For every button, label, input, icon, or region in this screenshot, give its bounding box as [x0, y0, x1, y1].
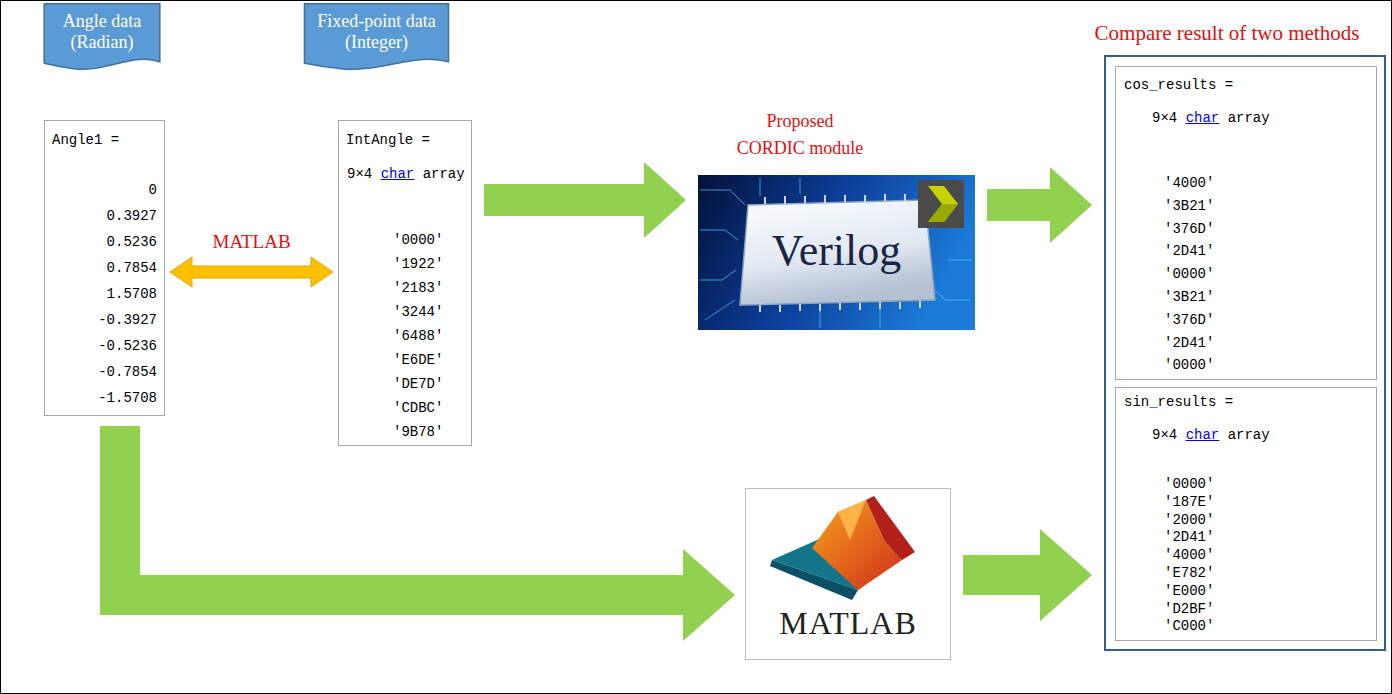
link-word: char: [381, 166, 415, 182]
array-value: 1.5708: [107, 286, 157, 303]
array-value: '0000': [1164, 476, 1214, 493]
chevron-logo: [928, 186, 958, 222]
edge-label: MATLAB: [213, 230, 291, 254]
data-banner: Angle data (Radian): [43, 3, 161, 73]
block-arrow: [484, 162, 686, 238]
array-value: 0: [149, 182, 157, 199]
array-value: 'C000': [1164, 618, 1214, 635]
verilog-module: Proposed CORDIC moduleVerilog: [698, 108, 975, 330]
module-title: Proposed CORDIC module: [733, 108, 867, 162]
array-value: '4000': [1164, 547, 1214, 564]
array-value: 'E6DE': [393, 352, 443, 369]
array-value: '9B78': [393, 424, 443, 441]
array-value: '1922': [393, 256, 443, 273]
matlab-logo: [770, 496, 915, 600]
array-value: '3244': [393, 304, 443, 321]
array-value: '6488': [393, 328, 443, 345]
banner-label: Fixed-point data (Integer): [307, 11, 446, 53]
results-panel: Compare result of two methodscos_results…: [1104, 55, 1386, 651]
variable-name: IntAngle =: [346, 132, 430, 149]
array-value: '2183': [393, 280, 443, 297]
banner-label: Angle data (Radian): [47, 11, 157, 53]
array-value: -1.5708: [98, 390, 157, 407]
command-window-box: cos_results = 9×4 char array '4000' '3B21' '…: [1115, 66, 1377, 380]
array-value: 'E000': [1164, 583, 1214, 600]
block-arrow: [963, 529, 1092, 621]
array-value: '376D': [1164, 312, 1214, 329]
membrane-highlight: [838, 500, 866, 540]
array-value: 0.7854: [107, 260, 157, 277]
array-value: '4000': [1164, 175, 1214, 192]
variable-name: Angle1 =: [52, 132, 119, 149]
array-value: -0.5236: [98, 338, 157, 355]
matlab-box: MATLAB: [745, 488, 951, 660]
array-value: 'E782': [1164, 565, 1214, 582]
array-size: 9×4 char array: [347, 166, 465, 183]
array-value: 'CDBC': [393, 400, 443, 417]
array-value: '0000': [393, 232, 443, 249]
chip-label: Verilog: [698, 226, 975, 276]
array-value: '187E': [1164, 494, 1214, 511]
chip-illustration: [698, 175, 975, 330]
block-arrow: [170, 257, 333, 287]
variable-name: sin_results =: [1124, 394, 1233, 411]
banner-outline: [44, 4, 160, 70]
array-value: '2D41': [1164, 243, 1214, 260]
array-value: 'D2BF': [1164, 601, 1214, 618]
array-size: 9×4 char array: [1152, 110, 1270, 127]
link-word: char: [1186, 427, 1220, 443]
array-value: '0000': [1164, 266, 1214, 283]
array-value: 0.3927: [107, 208, 157, 225]
block-arrow: [100, 426, 735, 641]
array-value: '2D41': [1164, 529, 1214, 546]
link-word: char: [1186, 110, 1220, 126]
variable-name: cos_results =: [1124, 77, 1233, 94]
array-value: '2000': [1164, 512, 1214, 529]
array-value: '3B21': [1164, 289, 1214, 306]
command-window-box: Angle1 = 0 0.3927 0.5236 0.7854 1.5708 -0.3927…: [44, 120, 165, 416]
logo-tile: [918, 180, 964, 228]
membrane-spike: [866, 496, 915, 560]
array-value: 0.5236: [107, 234, 157, 251]
array-value: '2D41': [1164, 335, 1214, 352]
array-value: 'DE7D': [393, 376, 443, 393]
array-value: '376D': [1164, 221, 1214, 238]
group-title: Compare result of two methods: [1062, 21, 1392, 45]
array-value: '0000': [1164, 357, 1214, 374]
command-window-box: IntAngle = 9×4 char array '0000' '1922' '218…: [338, 120, 472, 446]
chevron-shade: [928, 204, 958, 222]
array-value: -0.3927: [98, 312, 157, 329]
array-size: 9×4 char array: [1152, 427, 1270, 444]
block-arrow: [987, 167, 1092, 243]
data-banner: Fixed-point data (Integer): [303, 3, 450, 73]
array-value: '3B21': [1164, 198, 1214, 215]
banner-outline: [304, 4, 448, 70]
command-window-box: sin_results =9×4 char array'0000''187E''…: [1115, 387, 1377, 641]
array-value: -0.7854: [98, 364, 157, 381]
logo-wordmark: MATLAB: [746, 605, 950, 642]
chip-background: [698, 175, 975, 330]
